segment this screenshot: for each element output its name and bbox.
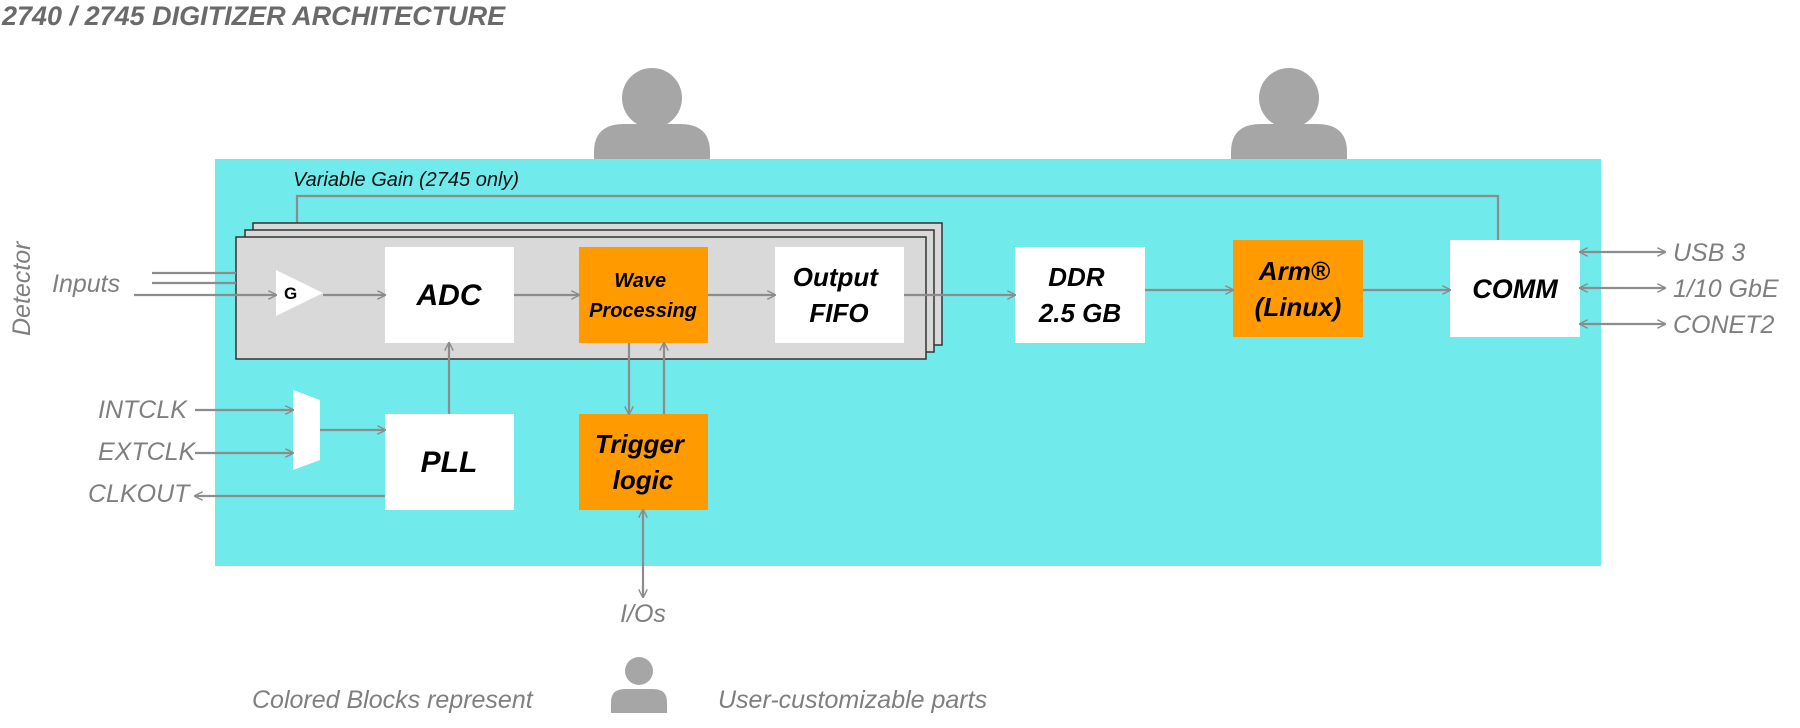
clock-signal-extclk: EXTCLK	[98, 438, 197, 466]
comm-port-usb3: USB 3	[1673, 239, 1745, 267]
gain-symbol: G	[284, 284, 297, 303]
svg-text:Output FIFO: Output FIFO	[793, 262, 885, 328]
trigger-logic-label-2: logic	[613, 465, 674, 495]
output-fifo-label-2: FIFO	[809, 298, 868, 328]
inputs-label: Inputs	[52, 270, 120, 298]
side-label-detector: Detector	[8, 240, 36, 336]
arm-block	[1233, 240, 1363, 337]
output-fifo-block	[775, 247, 904, 343]
ddr-label-1: DDR	[1048, 262, 1105, 292]
svg-text:Wave Processing: Wave Processing	[589, 270, 697, 322]
svg-text:Trigger logic: Trigger logic	[595, 429, 691, 495]
trigger-logic-label-1: Trigger	[595, 429, 686, 459]
arm-label-2: (Linux)	[1255, 292, 1342, 322]
clock-mux	[293, 390, 320, 470]
comm-label: COMM	[1472, 274, 1558, 304]
user-icon	[611, 657, 667, 713]
wave-processing-label-2: Processing	[589, 300, 697, 322]
io-label: I/Os	[620, 600, 666, 628]
arm-label-1: Arm®	[1258, 256, 1331, 286]
legend-left-text: Colored Blocks represent	[252, 686, 534, 714]
svg-text:Arm® (Linux): Arm® (Linux)	[1255, 256, 1342, 322]
svg-text:DDR 2.5 GB: DDR 2.5 GB	[1038, 262, 1121, 328]
output-fifo-label-1: Output	[793, 262, 880, 292]
trigger-logic-block	[579, 414, 708, 510]
wave-processing-label-1: Wave	[614, 270, 666, 292]
comm-port-gbe: 1/10 GbE	[1673, 275, 1779, 303]
ddr-block	[1015, 247, 1145, 343]
variable-gain-label: Variable Gain (2745 only)	[293, 169, 519, 191]
pll-block	[385, 414, 514, 510]
comm-block	[1450, 240, 1580, 337]
clock-signal-intclk: INTCLK	[98, 396, 188, 424]
wave-processing-block	[579, 247, 708, 343]
adc-label: ADC	[416, 279, 483, 312]
pll-label: PLL	[421, 446, 478, 479]
ddr-label-2: 2.5 GB	[1038, 298, 1121, 328]
comm-port-conet2: CONET2	[1673, 311, 1775, 339]
clock-signal-clkout: CLKOUT	[88, 480, 191, 508]
diagram-title: 2740 / 2745 DIGITIZER ARCHITECTURE	[1, 1, 506, 31]
adc-block	[385, 247, 514, 343]
gain-amplifier	[276, 270, 323, 316]
legend-right-text: User-customizable parts	[718, 686, 987, 714]
